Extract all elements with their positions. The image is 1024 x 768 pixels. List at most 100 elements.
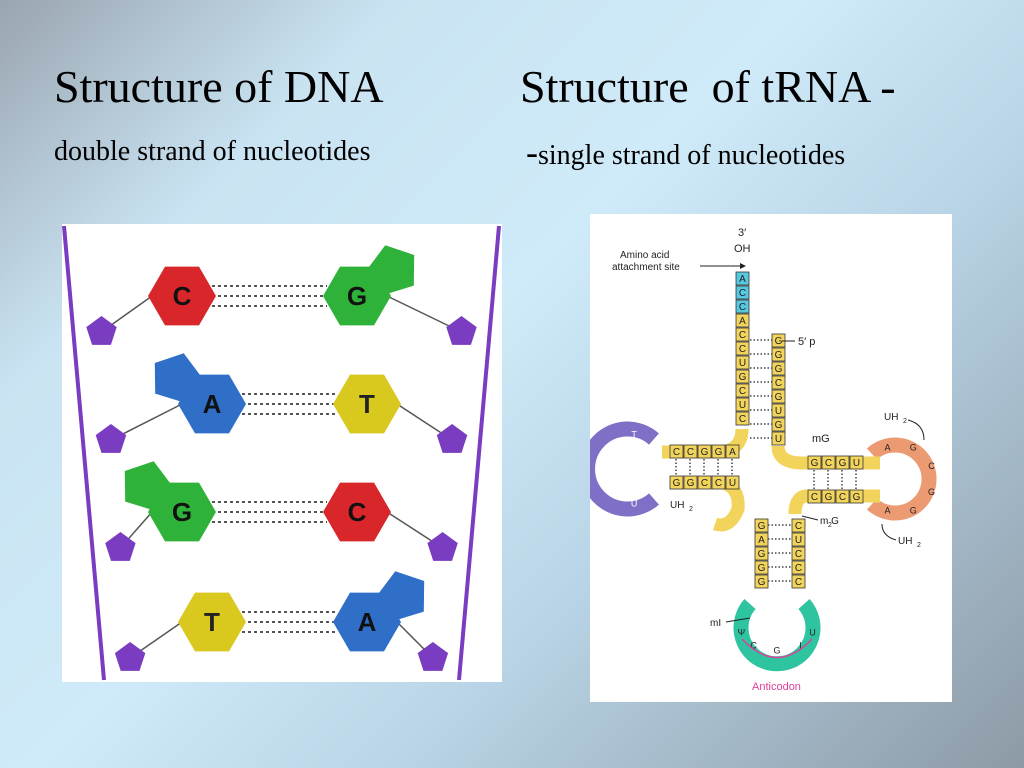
trna-subtitle: -single strand of nucleotides [526,134,845,170]
uh2-right-arrow [881,523,897,541]
base-letter: A [358,607,377,637]
trna-label-anticodon: Anticodon [752,681,801,693]
nucleotide-letter: U [795,535,802,546]
trna-label-5p: 5′ p [798,336,815,348]
nucleotide-letter: G [775,350,783,361]
nucleotide-box [807,489,822,504]
nucleotide-box [835,489,850,504]
nucleotide-letter: U [775,406,782,417]
nucleotide-letter: C [673,447,680,458]
nucleotide-letter: G [775,364,783,375]
nucleotide-letter: U [775,434,782,445]
uh2-top-arrow [907,419,925,441]
nucleotide-letter: U [739,400,746,411]
nucleotide-box [725,444,740,459]
d-loop-letter: A [619,488,625,498]
sugar-pentagon [417,642,449,671]
nucleotide-letter: G [839,458,847,469]
stem-connector-t-to-ac [788,489,880,515]
nucleotide-box [735,271,750,286]
d-loop-letter: Ψ [618,440,626,450]
nucleotide-box [791,560,806,575]
nucleotide-box [807,455,822,470]
trna-label-amino-1: Amino acid [620,250,669,261]
base-left [148,266,216,326]
trna-label-oh: OH [734,243,751,255]
base-letter: G [347,281,367,311]
nucleotide-box [697,475,712,490]
dna-backbone-left [62,225,106,681]
nucleotide-letter: C [811,492,818,503]
svg-text:m G: m G [820,516,839,527]
amino-pointer-head [740,263,746,269]
nucleotide-letter: C [795,549,802,560]
nucleotide-letter: U [729,478,736,489]
base-right [323,482,391,542]
nucleotide-box [711,475,726,490]
nucleotide-letter: G [853,492,861,503]
nucleotide-letter: G [775,336,783,347]
t-loop-letter: C [928,461,935,471]
dna-subtitle: double strand of nucleotides [54,136,371,167]
base-right [333,592,401,652]
sugar-pentagon [95,424,127,453]
nucleotide-letter: A [739,274,746,285]
base-letter: C [173,281,192,311]
nucleotide-letter: G [758,549,766,560]
t-loop-letter: G [910,443,917,453]
anticodon-bracket [741,638,813,659]
sugar-pentagon [446,316,477,345]
nucleotide-box [821,455,836,470]
nucleotide-box [735,341,750,356]
base-left [178,592,246,652]
nucleotide-letter: U [739,358,746,369]
trna-label-mg: mG [812,433,830,445]
t-loop-letter: A [884,442,890,452]
trna-subtitle-dash: - [526,132,538,172]
nucleotide-letter: C [775,378,782,389]
svg-text:2: 2 [903,418,907,425]
nucleotide-box [735,369,750,384]
nucleotide-box [791,532,806,547]
nucleotide-letter: C [715,478,722,489]
trna-label-uh2-top: UH 2 [884,412,907,425]
svg-text:2: 2 [689,506,693,513]
nucleotide-letter: C [739,330,746,341]
nucleotide-letter: G [825,492,833,503]
trna-label-mi: mI [710,618,721,629]
nucleotide-letter: G [673,478,681,489]
dna-title: Structure of DNA [54,61,384,112]
svg-text:2: 2 [917,542,921,549]
nucleotide-letter: C [739,288,746,299]
trna-subtitle-text: single strand of nucleotides [538,140,846,171]
sugar-pentagon [105,532,136,561]
nucleotide-box [735,397,750,412]
nucleotide-box [669,475,684,490]
trna-label-uh2-right: UH 2 [898,536,921,549]
trna-title: Structure of tRNA - [520,61,896,112]
trna-label-amino-2: attachment site [612,262,680,273]
nucleotide-box [791,518,806,533]
svg-text:UH: UH [670,500,684,511]
svg-text:UH: UH [884,412,898,423]
base-left [148,482,216,542]
t-loop-letter: A [884,506,890,516]
base-letter: T [204,607,220,637]
nucleotide-letter: G [701,447,709,458]
nucleotide-letter: C [839,492,846,503]
trna-label-3prime: 3′ [738,227,746,239]
nucleotide-letter: G [811,458,819,469]
svg-text:2: 2 [828,522,832,529]
nucleotide-box [835,455,850,470]
nucleotide-box [849,455,864,470]
nucleotide-letter: C [687,447,694,458]
base-left [178,374,246,434]
sugar-pentagon [427,532,458,561]
d-loop-letter: C [612,456,619,466]
nucleotide-letter: C [825,458,832,469]
sugar-pentagon [436,424,468,453]
dna-backbone-right [457,225,501,681]
